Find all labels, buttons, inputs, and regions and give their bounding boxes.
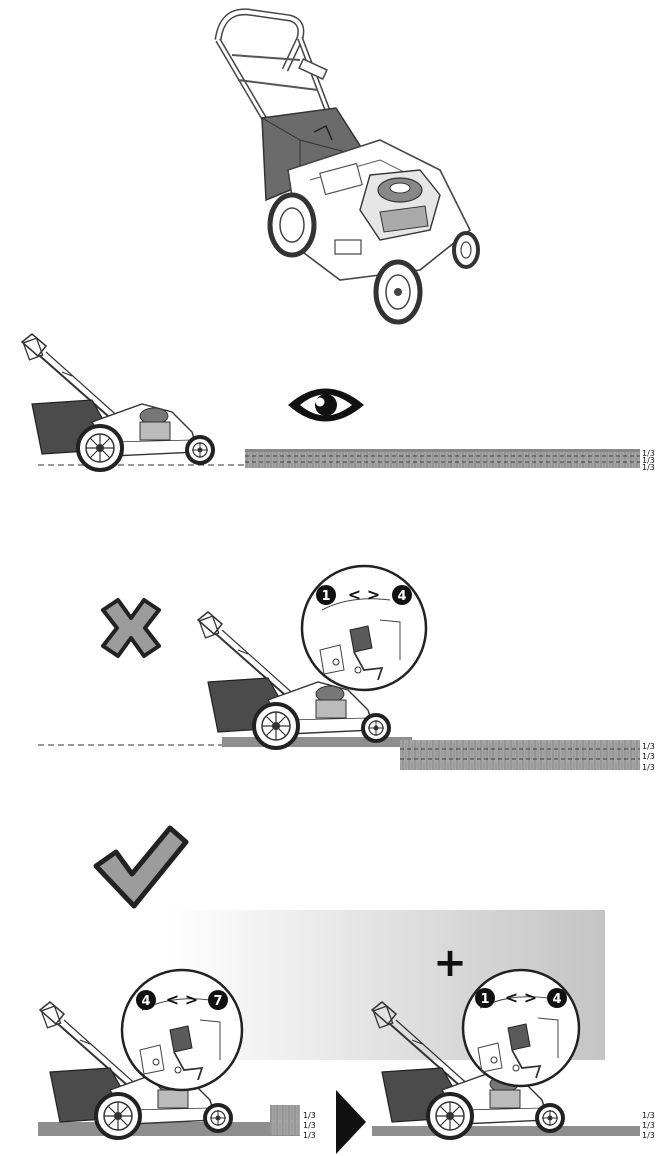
eye-icon — [288, 389, 364, 422]
fraction-label: 1/3 — [303, 1131, 316, 1140]
dial-start: 1 — [480, 992, 489, 1007]
fraction-label: 1/3 — [642, 763, 655, 772]
height-dial: 1 < > 4 — [463, 970, 579, 1086]
fraction-label: 1/3 — [642, 742, 655, 751]
fraction-label: 1/3 — [642, 752, 655, 761]
dial-end: 4 — [397, 589, 406, 604]
lawnmower-icon — [218, 12, 478, 322]
dial-end: 4 — [552, 992, 561, 1007]
dial-end: 7 — [213, 994, 222, 1009]
side-mower — [22, 334, 213, 470]
step-1-scene: 1/3 1/3 1/3 — [22, 334, 655, 472]
height-dial: 1 < > 4 — [302, 566, 426, 690]
fraction-label: 1/3 — [303, 1111, 316, 1120]
dial-start: 1 — [321, 589, 330, 604]
fraction-label: 1/3 — [303, 1121, 316, 1130]
arrow-right-icon — [336, 1090, 366, 1154]
step-2-scene: 1/3 1/3 1/3 1 < > 4 — [38, 566, 655, 772]
plus-sign: + — [433, 940, 467, 986]
step-3-scene: + 1/3 1/3 1/3 1/3 1/3 1/3 4 < > 7 — [38, 828, 655, 1154]
fraction-label: 1/3 — [642, 1121, 655, 1130]
cross-icon — [103, 600, 159, 656]
fraction-label: 1/3 — [642, 1131, 655, 1140]
dial-operator: < > — [505, 988, 537, 1007]
check-icon — [96, 828, 186, 906]
fraction-label: 1/3 — [642, 463, 655, 472]
tall-grass — [400, 740, 640, 770]
dial-operator: < > — [166, 990, 198, 1009]
tall-grass — [245, 450, 640, 468]
dial-start: 4 — [141, 994, 150, 1009]
fraction-label: 1/3 — [642, 1111, 655, 1120]
dial-operator: < > — [348, 585, 380, 604]
height-dial: 4 < > 7 — [122, 970, 242, 1090]
